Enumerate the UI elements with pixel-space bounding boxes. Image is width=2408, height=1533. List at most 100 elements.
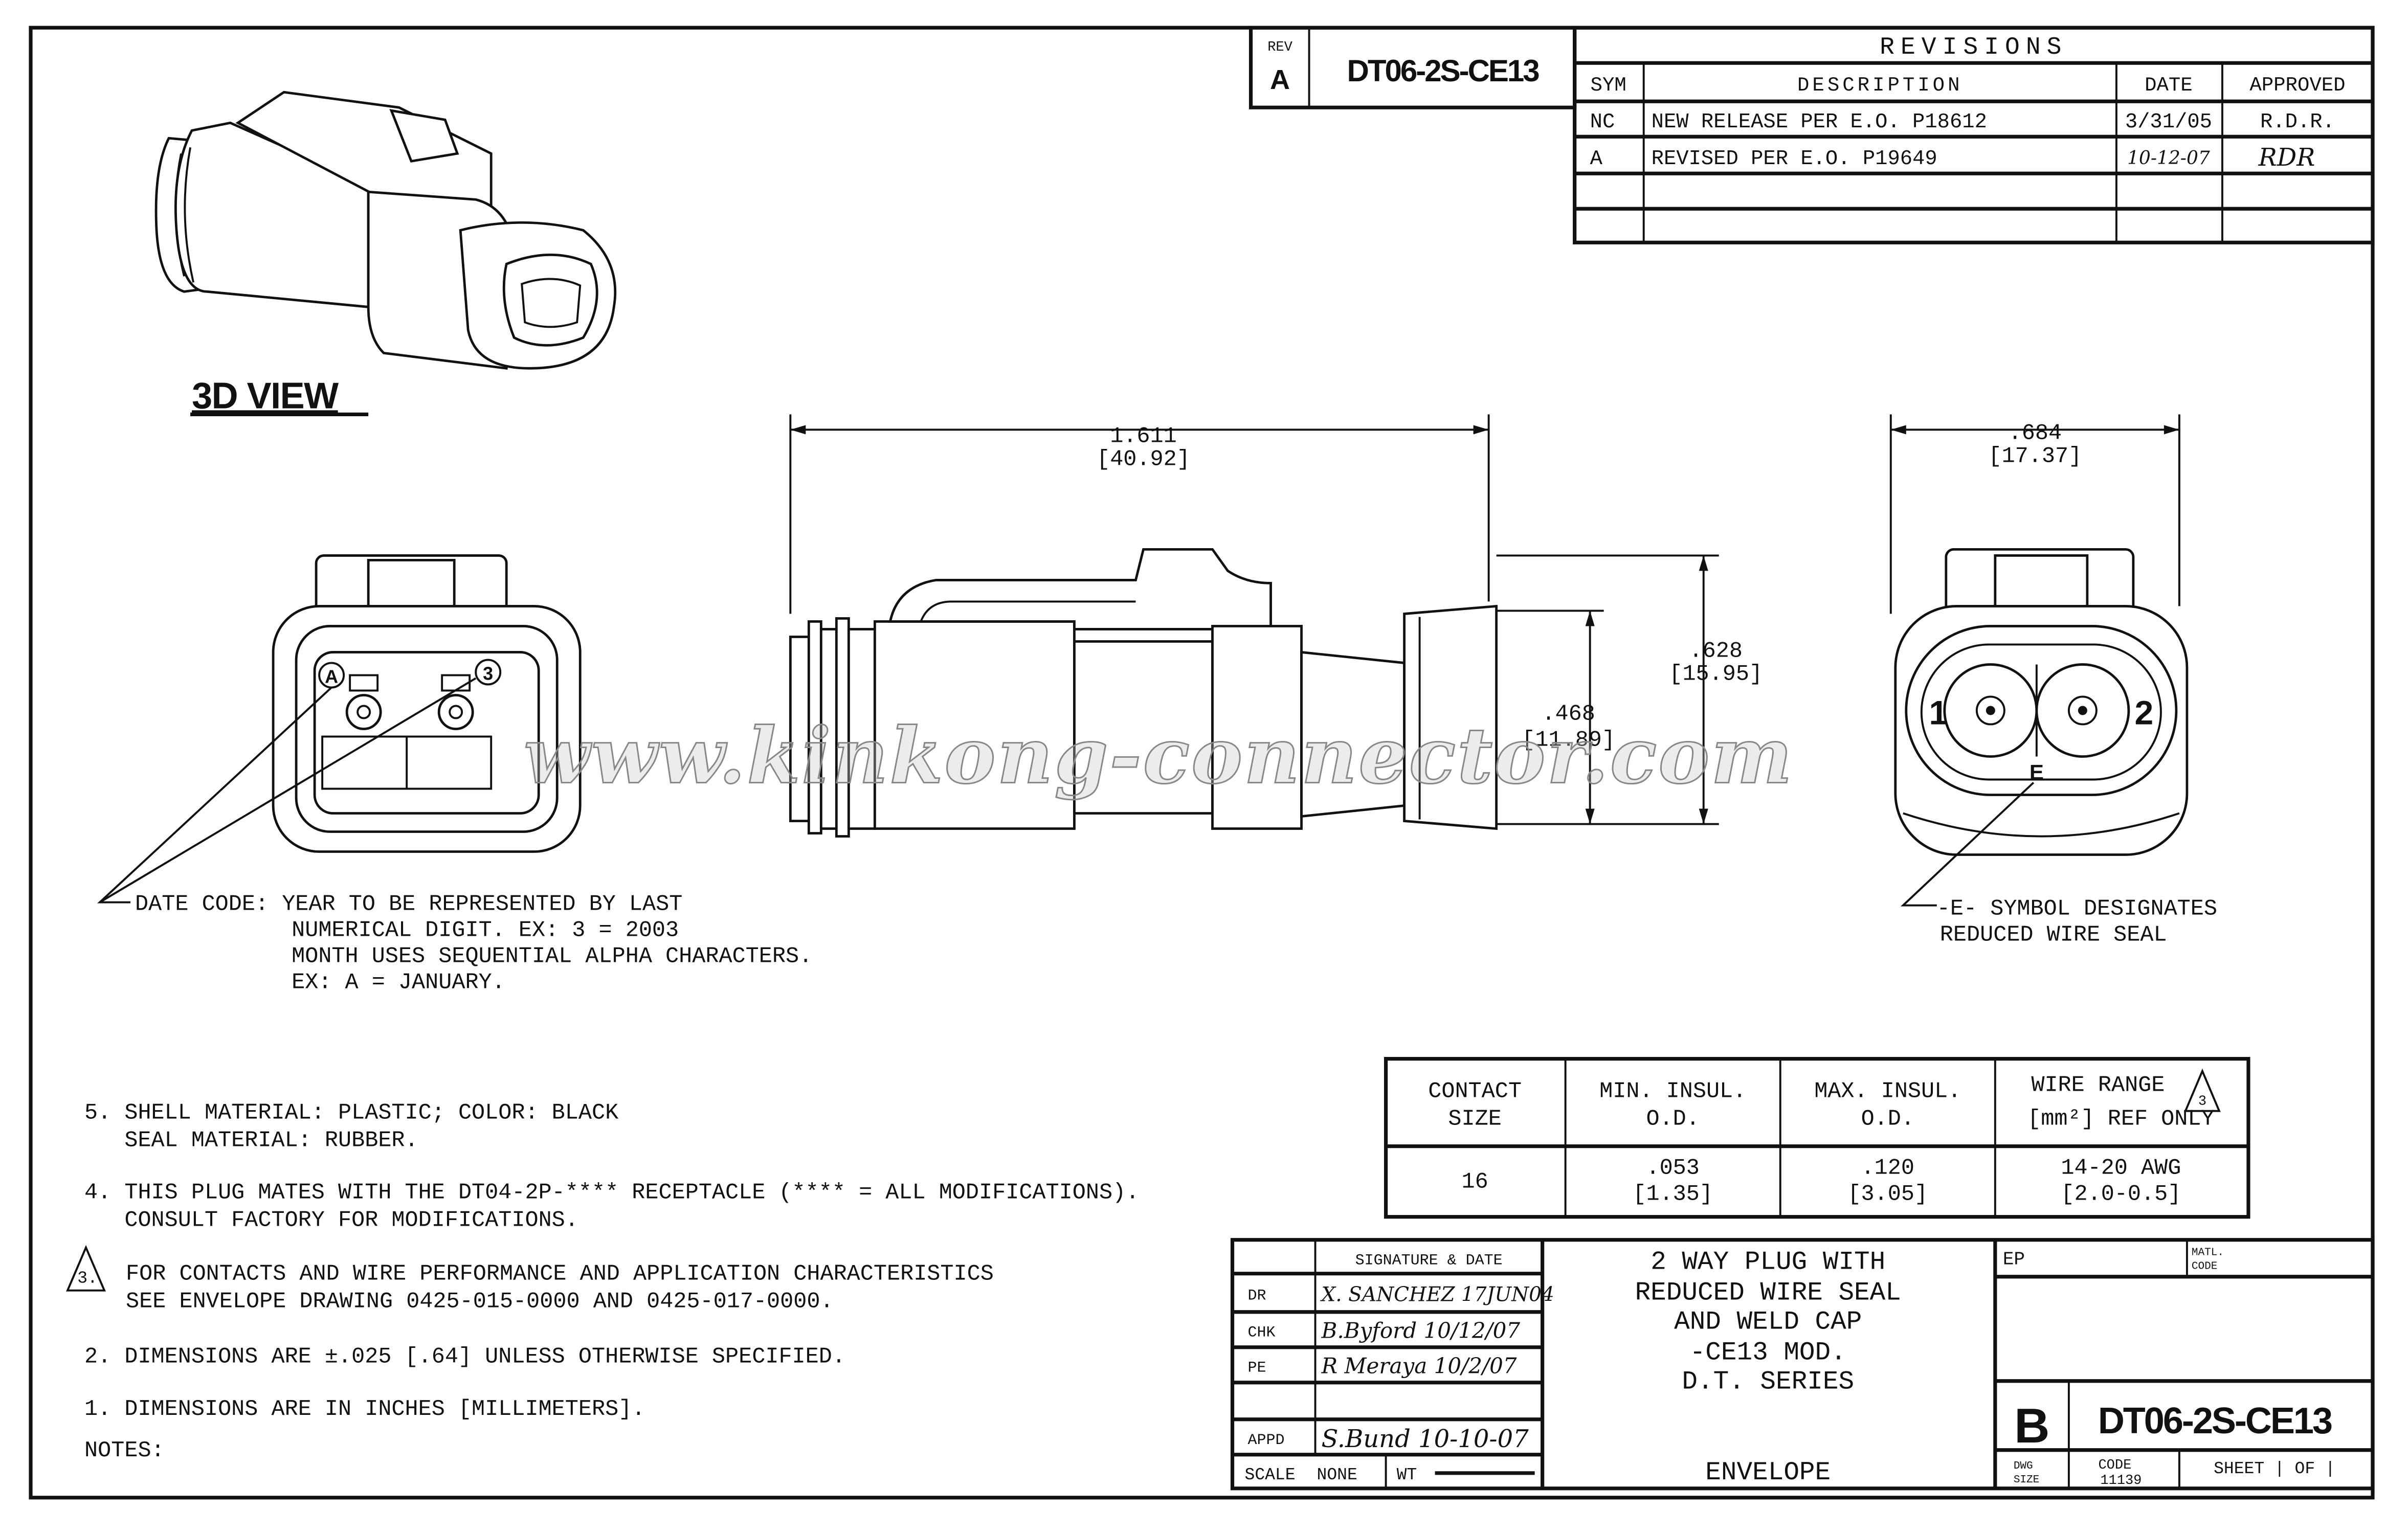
width-dimension-inches: .684 bbox=[2009, 421, 2062, 446]
note-4: 4. THIS PLUG MATES WITH THE DT04-2P-****… bbox=[84, 1181, 1139, 1206]
matl-code-label: MATL. bbox=[2192, 1247, 2224, 1259]
drawing-number: DT06-2S-CE13 bbox=[2098, 1401, 2332, 1441]
date-code-line: DATE CODE: YEAR TO BE REPRESENTED BY LAS… bbox=[135, 892, 682, 917]
connector-side-view bbox=[789, 548, 1498, 838]
notes: 5. SHELL MATERIAL: PLASTIC; COLOR: BLACK… bbox=[66, 1101, 1139, 1463]
revisions-header-description: DESCRIPTION bbox=[1797, 74, 1963, 97]
note-3-flag: 3. bbox=[77, 1269, 98, 1288]
date-code-line: MONTH USES SEQUENTIAL ALPHA CHARACTERS. bbox=[292, 944, 812, 970]
view-label-3d: 3D VIEW bbox=[192, 375, 339, 416]
title-line: REDUCED WIRE SEAL bbox=[1635, 1279, 1901, 1308]
height-dimension-mm: [15.95] bbox=[1669, 662, 1763, 687]
contact-table-cell: .053 bbox=[1646, 1156, 1699, 1181]
length-dimension-mm: [40.92] bbox=[1097, 447, 1190, 472]
title-block-signature: S.Bund 10-10-07 bbox=[1322, 1425, 1529, 1453]
title-block-signature: B.Byford 10/12/07 bbox=[1321, 1318, 1521, 1343]
contact-table-cell: [3.05] bbox=[1847, 1182, 1928, 1207]
sheet-info: SHEET | OF | bbox=[2214, 1459, 2335, 1478]
title-block-role: APPD bbox=[1248, 1432, 1285, 1449]
seal-dimension-inches: .468 bbox=[1542, 702, 1595, 727]
note-1: 1. DIMENSIONS ARE IN INCHES [MILLIMETERS… bbox=[84, 1397, 645, 1422]
connector-front-view bbox=[272, 554, 582, 853]
revisions-header-approved: APPROVED bbox=[2249, 74, 2345, 97]
e-symbol-note-line: -E- SYMBOL DESIGNATES bbox=[1937, 897, 2217, 922]
contact-table-header: SIZE bbox=[1448, 1107, 1501, 1132]
note-3: FOR CONTACTS AND WIRE PERFORMANCE AND AP… bbox=[126, 1262, 994, 1287]
revisions-header-sym: SYM bbox=[1591, 74, 1626, 97]
dwg-size-label: DWG bbox=[2014, 1460, 2033, 1472]
dwg-size-label: SIZE bbox=[2014, 1474, 2039, 1486]
note-4: CONSULT FACTORY FOR MODIFICATIONS. bbox=[84, 1208, 578, 1233]
pin-1-marking: 1 bbox=[1929, 693, 1948, 731]
note-2: 2. DIMENSIONS ARE ±.025 [.64] UNLESS OTH… bbox=[84, 1345, 845, 1370]
pin-2-marking: 2 bbox=[2135, 693, 2154, 731]
title-block-role: DR bbox=[1248, 1288, 1266, 1305]
note-3-flag-triangle bbox=[66, 1245, 106, 1292]
contact-table-cell: [2.0-0.5] bbox=[2061, 1182, 2181, 1207]
contact-table-cell: .120 bbox=[1861, 1156, 1914, 1181]
seal-dimension-mm: [11.89] bbox=[1522, 728, 1615, 753]
rev-label: REV bbox=[1267, 40, 1292, 55]
length-dimension-inches: 1.611 bbox=[1110, 424, 1177, 449]
rev-value: A bbox=[1270, 64, 1290, 95]
matl-code-label: CODE bbox=[2192, 1261, 2217, 1273]
title-line: AND WELD CAP bbox=[1674, 1308, 1862, 1337]
revision-row-approved: R.D.R. bbox=[2260, 110, 2335, 134]
title-block-signature: X. SANCHEZ 17JUN04 bbox=[1320, 1283, 1554, 1306]
connector-rear-view bbox=[1889, 414, 2189, 907]
drawing-subtitle: ENVELOPE bbox=[1705, 1458, 1831, 1487]
revision-row-date: 10-12-07 bbox=[2127, 148, 2210, 169]
date-code-note: DATE CODE: YEAR TO BE REPRESENTED BY LAS… bbox=[135, 892, 812, 996]
date-code-line: NUMERICAL DIGIT. EX: 3 = 2003 bbox=[292, 918, 679, 943]
watermark: www.kinkong-connector.com bbox=[524, 711, 1794, 801]
revision-row-sym: NC bbox=[1590, 110, 1615, 134]
contact-table-header: O.D. bbox=[1646, 1107, 1699, 1132]
contact-table-cell: 14-20 AWG bbox=[2061, 1156, 2181, 1181]
weight-label: WT bbox=[1397, 1466, 1417, 1484]
signature-header: SIGNATURE & DATE bbox=[1355, 1252, 1503, 1270]
note-5: 5. SHELL MATERIAL: PLASTIC; COLOR: BLACK bbox=[84, 1101, 619, 1126]
note-3: SEE ENVELOPE DRAWING 0425-015-0000 AND 0… bbox=[126, 1290, 834, 1315]
drawing-border bbox=[29, 26, 2375, 1500]
code-label: CODE bbox=[2098, 1458, 2131, 1473]
length-dimension bbox=[789, 414, 1490, 614]
contact-table-cell: [1.35] bbox=[1633, 1182, 1713, 1207]
contact-table-header: MAX. INSUL. bbox=[1814, 1079, 1961, 1104]
revision-row-description: NEW RELEASE PER E.O. P18612 bbox=[1652, 110, 1987, 134]
title-block-role: CHK bbox=[1248, 1324, 1276, 1342]
revisions-table: REVISIONS SYM DESCRIPTION DATE APPROVED … bbox=[1573, 26, 2375, 244]
rev-part-number: DT06-2S-CE13 bbox=[1347, 54, 1540, 88]
connector-3d-view bbox=[154, 91, 617, 370]
contact-table-header: WIRE RANGE bbox=[2031, 1073, 2165, 1098]
wire-range-note-flag: 3 bbox=[2198, 1094, 2206, 1110]
date-code-leader-line bbox=[97, 677, 477, 904]
revisions-title: REVISIONS bbox=[1880, 34, 2067, 61]
notes-heading: NOTES: bbox=[84, 1438, 165, 1463]
contact-table-cell: 16 bbox=[1462, 1170, 1488, 1195]
width-dimension-mm: [17.37] bbox=[1988, 444, 2082, 469]
ep-label: EP bbox=[2003, 1249, 2025, 1270]
contact-table bbox=[1384, 1057, 2250, 1219]
drawing-size: B bbox=[2014, 1399, 2049, 1453]
height-dimension bbox=[1496, 554, 1719, 825]
contact-table-header: [mm²] REF ONLY bbox=[2027, 1107, 2214, 1132]
contact-table-header: CONTACT bbox=[1428, 1079, 1522, 1104]
code-value: 11139 bbox=[2100, 1473, 2142, 1489]
title-line: 2 WAY PLUG WITH bbox=[1651, 1248, 1885, 1277]
rev-block: REV A DT06-2S-CE13 bbox=[1248, 26, 1577, 109]
revision-row-approved: RDR bbox=[2258, 143, 2315, 172]
e-symbol-note-line: REDUCED WIRE SEAL bbox=[1940, 923, 2167, 948]
e-symbol-marking: E bbox=[2030, 760, 2044, 784]
note-5: SEAL MATERIAL: RUBBER. bbox=[84, 1129, 418, 1154]
contact-table-header: O.D. bbox=[1861, 1107, 1914, 1132]
scale-value: NONE bbox=[1317, 1466, 1357, 1484]
title-line: D.T. SERIES bbox=[1682, 1368, 1854, 1397]
title-block bbox=[1230, 1238, 2375, 1491]
contact-table-header: MIN. INSUL. bbox=[1599, 1079, 1746, 1104]
cavity-a-marking: A bbox=[325, 666, 338, 687]
title-line: -CE13 MOD. bbox=[1690, 1339, 1846, 1368]
revision-row-description: REVISED PER E.O. P19649 bbox=[1652, 147, 1937, 171]
revisions-header-date: DATE bbox=[2145, 74, 2193, 97]
revision-row-date: 3/31/05 bbox=[2125, 110, 2212, 134]
